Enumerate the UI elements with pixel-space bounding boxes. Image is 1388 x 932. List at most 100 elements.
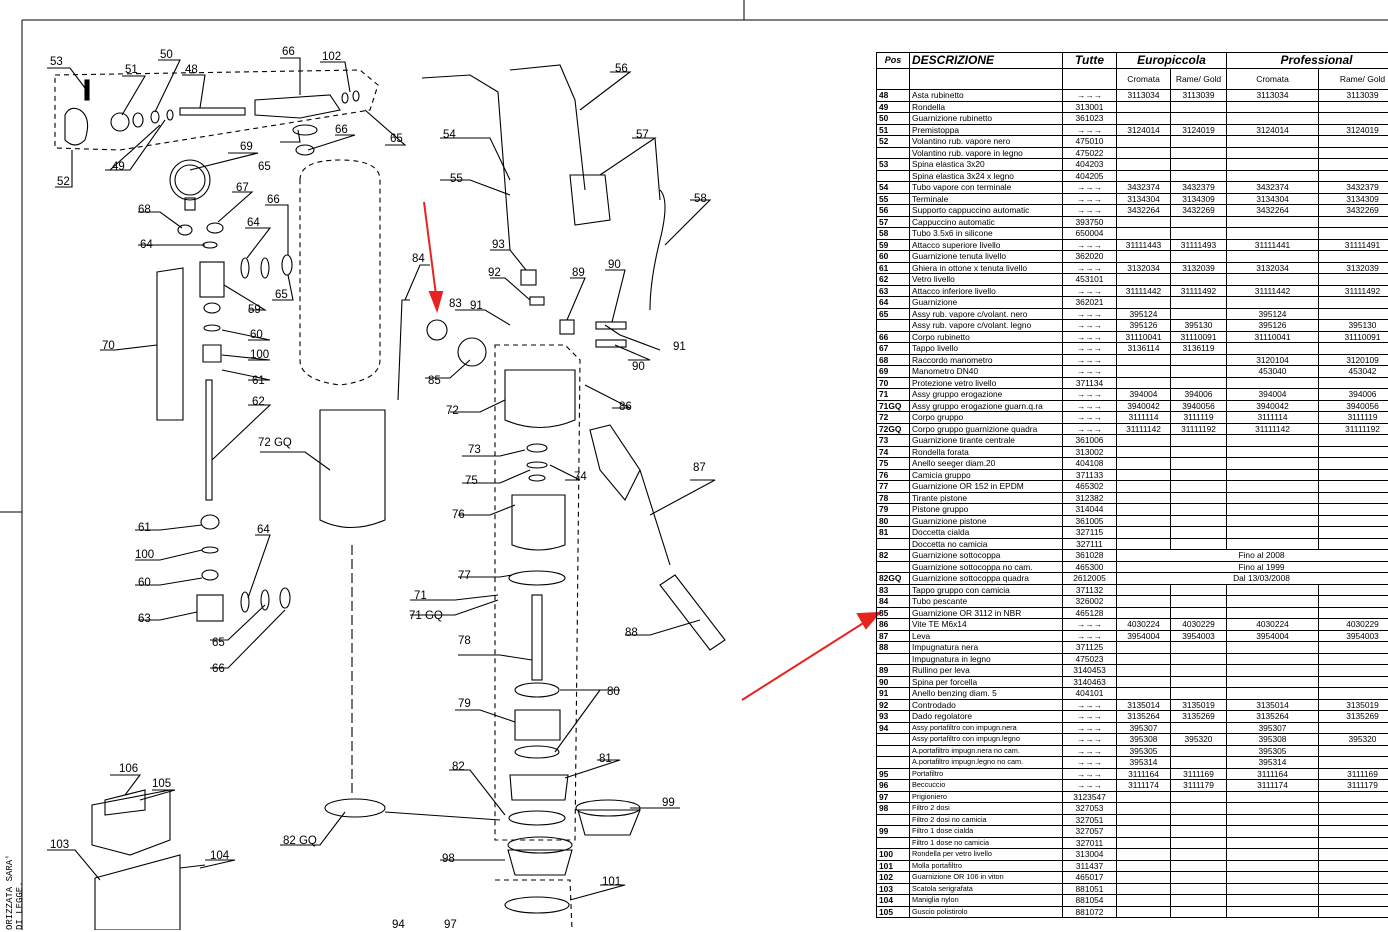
cell-pos: 88 <box>877 642 910 654</box>
cell-pc <box>1227 527 1319 539</box>
cell-desc: Assy portafiltro con impugn.legno <box>910 734 1063 746</box>
cell-desc: Manometro DN40 <box>910 366 1063 378</box>
cell-tutte: 393750 <box>1063 216 1117 228</box>
cell-pr <box>1319 492 1388 504</box>
cell-pos: 51 <box>877 124 910 136</box>
cell-pos: 72GQ <box>877 423 910 435</box>
cell-tutte: 404205 <box>1063 170 1117 182</box>
cell-ec: 3111164 <box>1117 768 1171 780</box>
part-label: 58 <box>694 193 707 205</box>
cell-pos: 82 <box>877 550 910 562</box>
cell-er: 3111179 <box>1171 780 1227 792</box>
cell-ec <box>1117 653 1171 665</box>
cell-er <box>1171 435 1227 447</box>
cell-pr <box>1319 216 1388 228</box>
cell-pos: 63 <box>877 285 910 297</box>
cell-pos <box>877 561 910 573</box>
cell-desc: Controdado <box>910 699 1063 711</box>
cell-tutte: 475022 <box>1063 147 1117 159</box>
cell-pos: 70 <box>877 377 910 389</box>
cell-desc: Leva <box>910 630 1063 642</box>
cell-pos: 80 <box>877 515 910 527</box>
cell-tutte: →→→ <box>1063 780 1117 792</box>
cell-desc: Asta rubinetto <box>910 90 1063 102</box>
cell-ec <box>1117 791 1171 803</box>
cell-ec: 3132034 <box>1117 262 1171 274</box>
cell-pc <box>1227 113 1319 125</box>
cell-ec <box>1117 837 1171 849</box>
part-label: 66 <box>267 194 280 206</box>
svg-text:DI LEGGE.: DI LEGGE. <box>15 881 25 930</box>
cell-pr <box>1319 136 1388 148</box>
cell-desc: Raccordo manometro <box>910 354 1063 366</box>
cell-tutte: →→→ <box>1063 320 1117 332</box>
cell-pr <box>1319 446 1388 458</box>
cell-pos: 66 <box>877 331 910 343</box>
cell-tutte: →→→ <box>1063 768 1117 780</box>
cell-ec <box>1117 688 1171 700</box>
cell-desc: Molla portafiltro <box>910 860 1063 872</box>
cell-pr <box>1319 343 1388 355</box>
cell-pr: 3111119 <box>1319 412 1388 424</box>
cell-pr: 4030229 <box>1319 619 1388 631</box>
cell-pr <box>1319 159 1388 171</box>
cell-er <box>1171 895 1227 907</box>
cell-ec: 3111174 <box>1117 780 1171 792</box>
cell-tutte: →→→ <box>1063 262 1117 274</box>
part-label: 66 <box>335 124 348 136</box>
cell-pr: 3940056 <box>1319 400 1388 412</box>
cell-ec <box>1117 860 1171 872</box>
cell-tutte: →→→ <box>1063 722 1117 734</box>
cell-tutte: 327111 <box>1063 538 1117 550</box>
cell-tutte: 881051 <box>1063 883 1117 895</box>
part-label: 64 <box>257 524 270 536</box>
cell-er: 31110091 <box>1171 331 1227 343</box>
cell-desc: Tappo gruppo con camicia <box>910 584 1063 596</box>
cell-er <box>1171 596 1227 608</box>
part-label: 90 <box>632 361 645 373</box>
cell-pc <box>1227 481 1319 493</box>
cell-pr <box>1319 849 1388 861</box>
header-professional: Professional <box>1227 53 1388 69</box>
cell-er: 4030229 <box>1171 619 1227 631</box>
cell-tutte: 881054 <box>1063 895 1117 907</box>
cell-pos: 61 <box>877 262 910 274</box>
cell-pos: 69 <box>877 366 910 378</box>
cell-desc: Assy gruppo erogazione <box>910 389 1063 401</box>
cell-pos <box>877 320 910 332</box>
cell-tutte: →→→ <box>1063 630 1117 642</box>
cell-pos: 86 <box>877 619 910 631</box>
cell-er: 395130 <box>1171 320 1227 332</box>
part-label: 72 GQ <box>258 437 292 449</box>
cell-pos: 76 <box>877 469 910 481</box>
cell-tutte: 313001 <box>1063 101 1117 113</box>
part-label: 102 <box>322 51 341 63</box>
cell-er <box>1171 860 1227 872</box>
cell-pr <box>1319 665 1388 677</box>
part-label: 100 <box>250 349 269 361</box>
table-row: Assy rub. vapore c/volant. legno→→→39512… <box>877 320 1388 332</box>
table-row: Assy portafiltro con impugn.legno→→→3953… <box>877 734 1388 746</box>
cell-er: 3135019 <box>1171 699 1227 711</box>
cell-ec <box>1117 676 1171 688</box>
cell-er <box>1171 101 1227 113</box>
cell-ec: 395126 <box>1117 320 1171 332</box>
part-label: 101 <box>602 876 621 888</box>
cell-ec <box>1117 872 1171 884</box>
cell-pc <box>1227 469 1319 481</box>
cell-ec <box>1117 469 1171 481</box>
cell-ec: 395307 <box>1117 722 1171 734</box>
cell-ec <box>1117 136 1171 148</box>
cell-er <box>1171 481 1227 493</box>
cell-pr: 31111492 <box>1319 285 1388 297</box>
cell-pc: 395308 <box>1227 734 1319 746</box>
cell-er <box>1171 308 1227 320</box>
cell-tutte: →→→ <box>1063 354 1117 366</box>
cell-desc: Guarnizione <box>910 297 1063 309</box>
